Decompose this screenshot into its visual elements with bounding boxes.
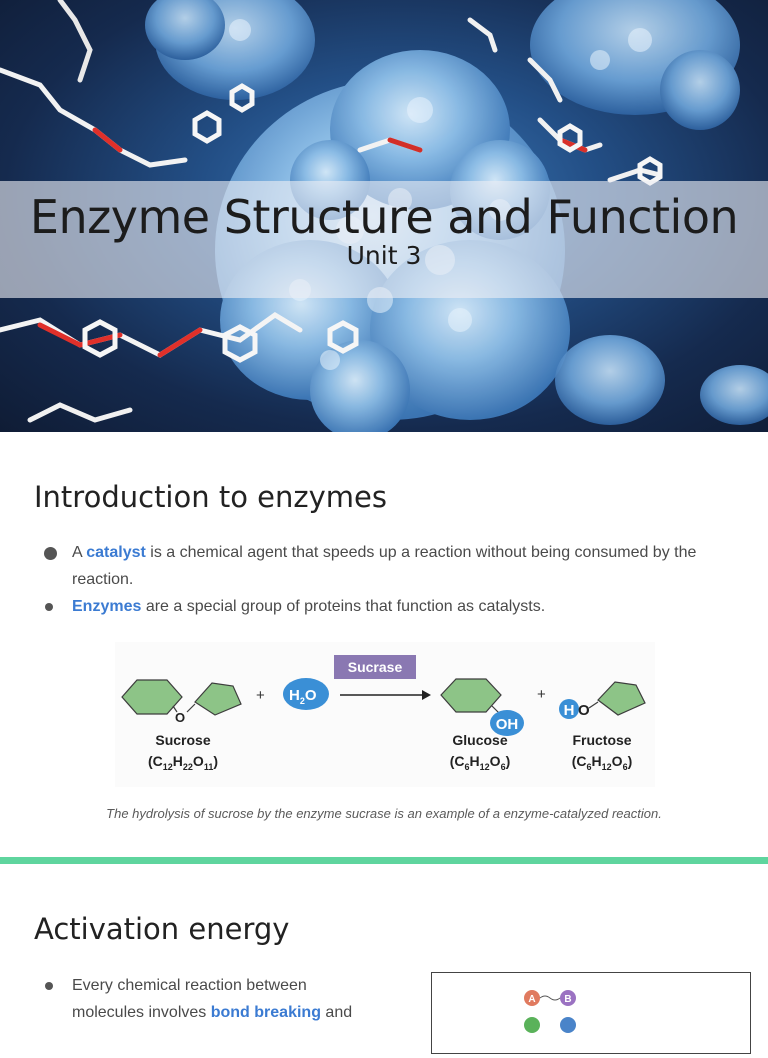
bullet-line-1: Every chemical reaction between [72,977,307,994]
title-band [0,181,768,298]
intro-section: Introduction to enzymes A catalyst is a … [0,432,768,858]
molecule-c [524,1017,540,1033]
water-molecule [283,678,329,710]
section-heading: Introduction to enzymes [34,480,387,514]
sucrose-glucose-ring [121,679,183,715]
molecule-d [560,1017,576,1033]
hydroxyl-label: OH [496,716,519,733]
molecule-a [524,990,540,1006]
sucrose-formula: (C12H22O11) [148,753,218,772]
bullet-dot [45,603,53,611]
bridge-oxygen: O [175,710,185,725]
enzyme-label-box [334,655,416,679]
figure-caption: The hydrolysis of sucrose by the enzyme … [106,806,662,821]
sucrose-label: Sucrose [155,732,210,748]
bullet-text: A [72,544,87,561]
term-bond-breaking: bond breaking [210,1004,321,1021]
water-o: O [305,687,317,704]
molecule-b [560,990,576,1006]
section-heading: Activation energy [34,912,290,946]
bullet-dot [44,547,57,560]
molecule-a-label: A [528,994,535,1005]
sucrose-hydrolysis-diagram: O + H2O Sucrase OH + H O Sucrose (C12H22… [115,642,655,787]
fructose-label: Fructose [572,732,631,748]
activation-energy-figure: A B [431,972,751,1054]
term-catalyst: catalyst [86,544,146,561]
glucose-ring [440,678,502,713]
activation-section: Activation energy Every chemical reactio… [0,864,768,1054]
sucrose-fructose-ring [194,682,242,716]
bullet-text: are a special group of proteins that fun… [141,598,546,615]
plus-sign: + [256,687,265,704]
fructose-formula: (C6H12O6) [572,753,633,772]
enzyme-label: Sucrase [348,659,403,675]
bullet-line-2: molecules involves [72,1004,211,1021]
bullet-reaction: Every chemical reaction between molecule… [45,972,392,1026]
bullet-line-2-suffix: and [320,1004,353,1021]
bullet-enzymes: Enzymes are a special group of proteins … [45,593,732,620]
glucose-formula: (C6H12O6) [450,753,511,772]
water-h: H [289,687,300,704]
glucose-label: Glucose [452,732,507,748]
plus-sign: + [537,686,546,703]
bullet-text: is a chemical agent that speeds up a rea… [72,544,697,588]
title-slide: Enzyme Structure and Function Unit 3 [0,0,768,432]
section-divider [0,857,768,864]
hydroxyl-group [490,710,524,736]
bullet-catalyst: A catalyst is a chemical agent that spee… [44,539,732,593]
page-title: Enzyme Structure and Function [29,190,739,244]
bullet-dot [45,982,53,990]
molecule-b-label: B [564,994,571,1005]
page-subtitle: Unit 3 [346,241,422,270]
fructose-ring [597,681,646,716]
fructose-oxygen: O [578,702,590,719]
svg-text:H2O: H2O [289,687,317,706]
hydrogen-label: H [564,702,575,719]
water-subscript: 2 [300,696,305,706]
term-enzymes: Enzymes [72,598,142,615]
hydrogen-atom [559,699,579,719]
